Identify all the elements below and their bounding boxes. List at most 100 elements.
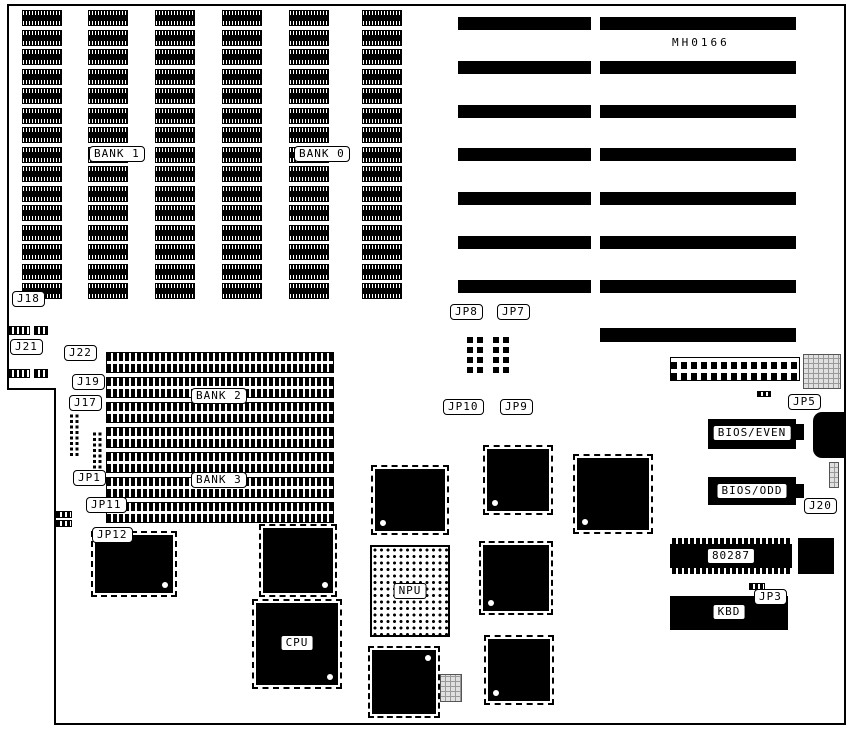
dram-chip xyxy=(362,224,402,241)
isa-slot xyxy=(600,17,796,30)
label-jp9: JP9 xyxy=(500,399,533,415)
dram-chip xyxy=(155,283,195,299)
dram-chip xyxy=(155,107,195,124)
dram-chip xyxy=(155,244,195,260)
dram-chip xyxy=(289,49,329,65)
dram-chip xyxy=(88,127,128,143)
dram-chip xyxy=(22,146,62,163)
dram-chip xyxy=(222,244,262,260)
label-j20: J20 xyxy=(804,498,837,514)
dram-chip xyxy=(22,68,62,85)
dram-chip xyxy=(222,166,262,182)
bios-odd-chip: BIOS/ODD xyxy=(708,477,796,505)
qfp-chip-8 xyxy=(484,635,554,705)
dram-chip xyxy=(88,166,128,182)
simm-socket-row xyxy=(106,377,334,398)
isa-slot xyxy=(600,235,796,249)
isa-slot xyxy=(458,279,591,293)
qfp-chip-5 xyxy=(573,454,653,534)
dram-chip xyxy=(22,88,62,104)
isa-slot xyxy=(458,104,591,118)
dram-chip xyxy=(88,185,128,202)
dram-chip xyxy=(155,88,195,104)
board-part-number: MH0166 xyxy=(672,36,730,49)
dram-chip xyxy=(155,263,195,280)
label-npu: NPU xyxy=(393,583,427,599)
dram-chip xyxy=(362,146,402,163)
dram-chip xyxy=(88,68,128,85)
isa-slot xyxy=(600,279,796,293)
label-bank0: BANK 0 xyxy=(294,146,350,162)
qfp-chip-7 xyxy=(368,646,440,718)
isa-slot xyxy=(458,192,591,206)
j18-pin-header-2 xyxy=(34,326,48,335)
isa-slot xyxy=(458,235,591,249)
dram-chip xyxy=(289,263,329,280)
dram-chip xyxy=(222,283,262,299)
pin1-marker xyxy=(492,500,498,506)
dram-chip xyxy=(362,127,402,143)
dram-chip xyxy=(362,205,402,221)
label-jp10: JP10 xyxy=(443,399,484,415)
simm-socket-row xyxy=(106,502,334,523)
dram-chip xyxy=(222,29,262,46)
edge-connector-small xyxy=(829,462,839,488)
dram-chip xyxy=(22,107,62,124)
bios-even-chip: BIOS/EVEN xyxy=(708,419,796,449)
dram-chip xyxy=(289,107,329,124)
dram-column-4 xyxy=(222,10,262,299)
dram-chip xyxy=(289,68,329,85)
dram-chip xyxy=(362,29,402,46)
label-bank2: BANK 2 xyxy=(191,388,247,404)
j21-pin-header-2 xyxy=(34,369,48,378)
label-jp5: JP5 xyxy=(788,394,821,410)
dram-column-1 xyxy=(22,10,62,299)
isa-slot-column-right xyxy=(600,17,796,293)
dram-chip xyxy=(362,88,402,104)
dram-chip xyxy=(88,29,128,46)
label-cpu: CPU xyxy=(280,635,314,651)
dram-chip xyxy=(22,224,62,241)
dram-chip xyxy=(362,244,402,260)
dram-chip xyxy=(88,263,128,280)
pin1-marker xyxy=(162,582,168,588)
dram-chip xyxy=(88,205,128,221)
label-j18: J18 xyxy=(12,291,45,307)
label-jp11: JP11 xyxy=(86,497,127,513)
simm-socket-row xyxy=(106,427,334,448)
qfp-chip-3 xyxy=(371,465,449,535)
dram-chip xyxy=(222,68,262,85)
label-j17: J17 xyxy=(69,395,102,411)
label-j22: J22 xyxy=(64,345,97,361)
isa-slot xyxy=(600,104,796,118)
dram-chip xyxy=(289,166,329,182)
dram-chip xyxy=(289,283,329,299)
isa-slot xyxy=(458,17,591,30)
dram-chip xyxy=(222,224,262,241)
jp5-pin-header xyxy=(670,357,800,381)
dram-chip xyxy=(289,88,329,104)
dram-chip xyxy=(362,68,402,85)
dram-chip xyxy=(22,166,62,182)
j17-pin-strip xyxy=(70,412,81,456)
dram-chip xyxy=(222,10,262,26)
pin1-marker xyxy=(322,582,328,588)
dram-chip xyxy=(88,283,128,299)
dram-chip xyxy=(289,29,329,46)
dram-chip xyxy=(155,185,195,202)
label-80287: 80287 xyxy=(706,548,756,564)
label-bank1: BANK 1 xyxy=(89,146,145,162)
dram-column-3 xyxy=(155,10,195,299)
isa-slot xyxy=(600,192,796,206)
dram-chip xyxy=(22,263,62,280)
label-jp3: JP3 xyxy=(754,589,787,605)
dram-chip xyxy=(22,49,62,65)
jp7-jumper-block xyxy=(493,333,513,373)
dram-chip xyxy=(155,68,195,85)
isa-slot xyxy=(600,148,796,162)
isa-slot xyxy=(458,148,591,162)
cpu-chip: CPU xyxy=(252,599,342,689)
simm-socket-block xyxy=(106,352,334,523)
label-j19: J19 xyxy=(72,374,105,390)
dram-chip xyxy=(88,88,128,104)
